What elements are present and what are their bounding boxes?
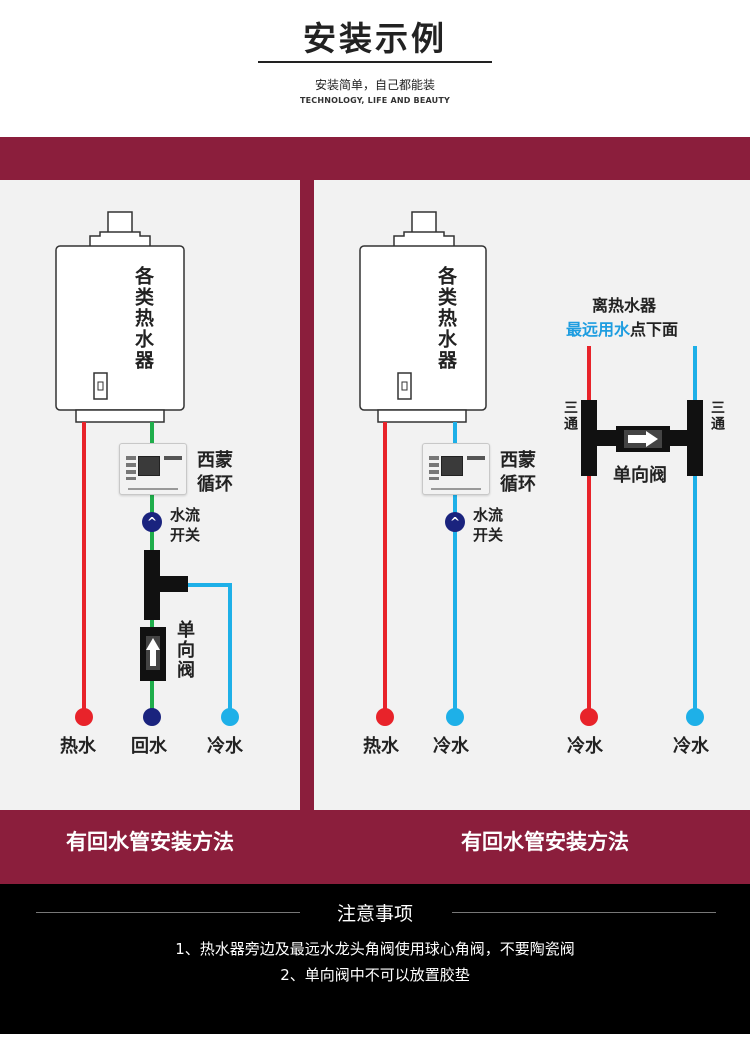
notes-title: 注意事项 [336,903,413,925]
right-heater-label: 各类热水器 [435,266,457,371]
page-subtitle: 安装简单，自己都能装 [314,78,435,92]
arrow-up-icon [146,638,160,666]
left-flow-switch-label-2: 开关 [170,526,201,544]
chevron-up-icon: ^ [445,512,465,532]
right-outlet-hot-label: 热水 [363,736,399,757]
far-outlet-cold-label-2: 冷水 [673,736,709,757]
right-controller-label-2: 循环 [500,474,536,495]
right-hot-outlet [376,708,394,726]
right-check-valve-label: 单向阀 [613,465,667,486]
far-outlet-cold-label-1: 冷水 [567,736,603,757]
right-flow-switch-label-2: 开关 [473,526,504,544]
right-controller-label-1: 西蒙 [500,450,536,471]
left-return-outlet [143,708,161,726]
right-flow-switch-label-1: 水流 [473,506,504,524]
location-line-1: 离热水器 [592,296,657,315]
left-outlet-hot-label: 热水 [60,736,96,757]
left-check-valve-label: 单向阀 [174,620,195,680]
left-heater-label: 各类热水器 [132,266,154,371]
left-controller-label-2: 循环 [197,474,233,495]
left-hot-outlet [75,708,93,726]
location-rest: 点下面 [630,320,679,339]
right-caption: 有回水管安装方法 [461,830,629,854]
left-outlet-cold-label: 冷水 [207,736,243,757]
right-water-heater [359,211,487,423]
notes-section [0,884,750,1034]
location-line-2: 最远用水点下面 [566,316,678,340]
left-circulation-controller [119,443,187,495]
left-controller-label-1: 西蒙 [197,450,233,471]
left-tee-horizontal [144,576,188,592]
arrow-right-icon [628,431,658,447]
left-cold-branch [176,583,232,716]
left-cold-outlet [221,708,239,726]
right-cold-outlet [446,708,464,726]
left-caption: 有回水管安装方法 [66,830,234,854]
left-outlet-return-label: 回水 [131,736,167,757]
right-circulation-controller [422,443,490,495]
left-flow-switch-label-1: 水流 [170,506,201,524]
header [0,0,750,137]
note-item-2: 2、单向阀中不可以放置胶垫 [280,966,470,984]
location-highlight: 最远用水 [566,320,631,339]
left-water-heater [55,211,185,423]
right-tee-label: 三通 [709,400,725,432]
notes-divider-left [36,912,300,913]
notes-divider-right [452,912,716,913]
right-outlet-cold-label: 冷水 [433,736,469,757]
left-tee-label: 三通 [562,400,578,432]
far-hot-outlet [580,708,598,726]
far-cold-outlet [686,708,704,726]
chevron-up-icon: ^ [142,512,162,532]
note-item-1: 1、热水器旁边及最远水龙头角阀使用球心角阀，不要陶瓷阀 [175,940,575,958]
title-underline [258,61,492,63]
page-subtitle-en: TECHNOLOGY, LIFE AND BEAUTY [299,96,451,105]
page-title: 安装示例 [303,19,447,58]
